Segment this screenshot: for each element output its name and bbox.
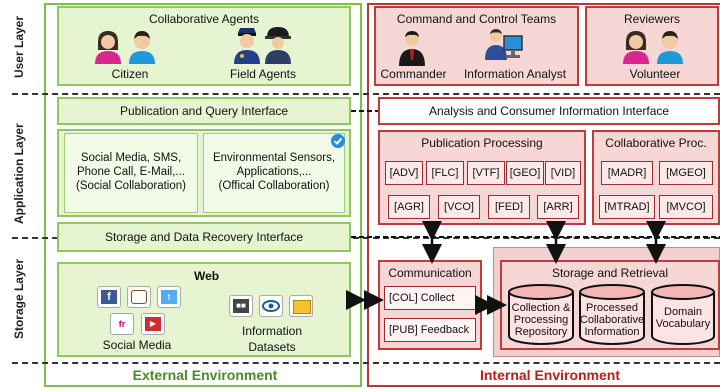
collaborative-proc-title: Collaborative Proc. [605,136,707,150]
tag-geo: [GEO] [506,161,544,185]
commander-icon [399,31,425,66]
repo2-line-3: Information [584,326,640,338]
tag-adv: [ADV] [385,161,423,185]
tag-flc: [FLC] [426,161,464,185]
tag-madr: [MADR] [601,161,653,185]
eye-dataset-icon [259,295,283,317]
external-environment-title: External Environment [132,367,278,383]
repo1-line-3: Repository [514,326,568,338]
publication-query-interface: Publication and Query Interface [57,97,351,125]
flickr-icon: fr [110,313,134,335]
repo1-line-2: Processing [513,314,569,326]
social-media-label: Social Media [102,338,172,352]
collection-processing-repository-icon [508,284,574,345]
citizen-label: Citizen [111,67,149,81]
layer-separator-application [12,237,720,239]
instagram-icon [127,286,151,308]
layer-separator-bottom [12,362,720,364]
web-title: Web [194,269,220,283]
official-collaboration-box: Environmental Sensors, Applications,... … [203,133,345,213]
social-collaboration-box: Social Media, SMS, Phone Call, E-Mail,..… [64,133,198,213]
tag-mgeo: [MGEO] [659,161,713,185]
storage-retrieval-title: Storage and Retrieval [551,266,669,280]
feedback-tag: [PUB] Feedback [384,318,476,342]
reviewers-title: Reviewers [623,12,680,26]
communication-title: Communication [388,266,472,280]
citizen-female-icon [95,31,121,64]
social-line-2: Phone Call, E-Mail,... [76,166,185,178]
repo1-line-1: Collection & [511,302,571,314]
social-line-1: Social Media, SMS, [80,152,182,164]
firefighter-icon [265,27,291,64]
domain-vocabulary-icon [651,284,715,345]
storage-data-recovery-label: Storage and Data Recovery Interface [104,230,304,244]
collaborative-agents-title: Collaborative Agents [148,12,260,26]
citizen-male-icon [129,31,155,64]
commander-label: Commander [380,67,447,81]
storage-data-recovery-interface: Storage and Data Recovery Interface [57,222,351,252]
tag-vtf: [VTF] [467,161,505,185]
field-agents-label: Field Agents [229,67,297,81]
verified-check-icon [331,134,345,148]
tag-vco: [VCO] [438,195,480,219]
repo2-line-1: Processed [586,302,638,314]
volunteer-female-icon [623,31,649,64]
information-datasets-label-2: Datasets [248,340,296,354]
information-analyst-icon [485,29,523,60]
tag-vid: [VID] [545,161,581,185]
repo3-line-2: Vocabulary [655,318,711,330]
publication-processing-title: Publication Processing [421,136,543,150]
twitter-icon: t [157,286,181,308]
internal-environment-title: Internal Environment [479,367,621,383]
video-dataset-icon: ■■ [229,295,253,317]
analysis-consumer-interface: Analysis and Consumer Information Interf… [378,97,720,125]
reviewers-box: Reviewers [585,6,719,86]
repo2-line-2: Collaborative [579,314,645,326]
tag-mtrad: [MTRAD] [599,195,655,219]
sensor-line-2: Applications,... [236,166,312,178]
tag-mvco: [MVCO] [659,195,713,219]
tag-arr: [ARR] [537,195,579,219]
police-officer-icon [234,28,260,64]
mail-dataset-icon [289,295,313,317]
tag-fed: [FED] [488,195,530,219]
sensor-line-1: Environmental Sensors, [212,152,336,164]
analysis-consumer-label: Analysis and Consumer Information Interf… [428,104,670,118]
volunteer-label: Volunteer [629,67,681,81]
collect-tag: [COL] Collect [384,286,476,310]
command-control-box: Command and Control Teams [374,6,579,86]
facebook-icon: f [97,286,121,308]
volunteer-male-icon [657,31,683,64]
publication-query-label: Publication and Query Interface [119,104,289,118]
layer-separator-user [12,93,720,95]
processed-collaborative-information-icon [579,284,645,345]
youtube-icon: ▶ [141,313,165,335]
sensor-line-3: (Offical Collaboration) [218,180,330,192]
social-line-3: (Social Collaboration) [76,180,186,192]
information-datasets-label-1: Information [241,324,303,338]
tag-agr: [AGR] [388,195,430,219]
repo3-line-1: Domain [664,306,702,318]
information-analyst-label: Information Analyst [463,67,567,81]
command-control-title: Command and Control Teams [396,12,557,26]
